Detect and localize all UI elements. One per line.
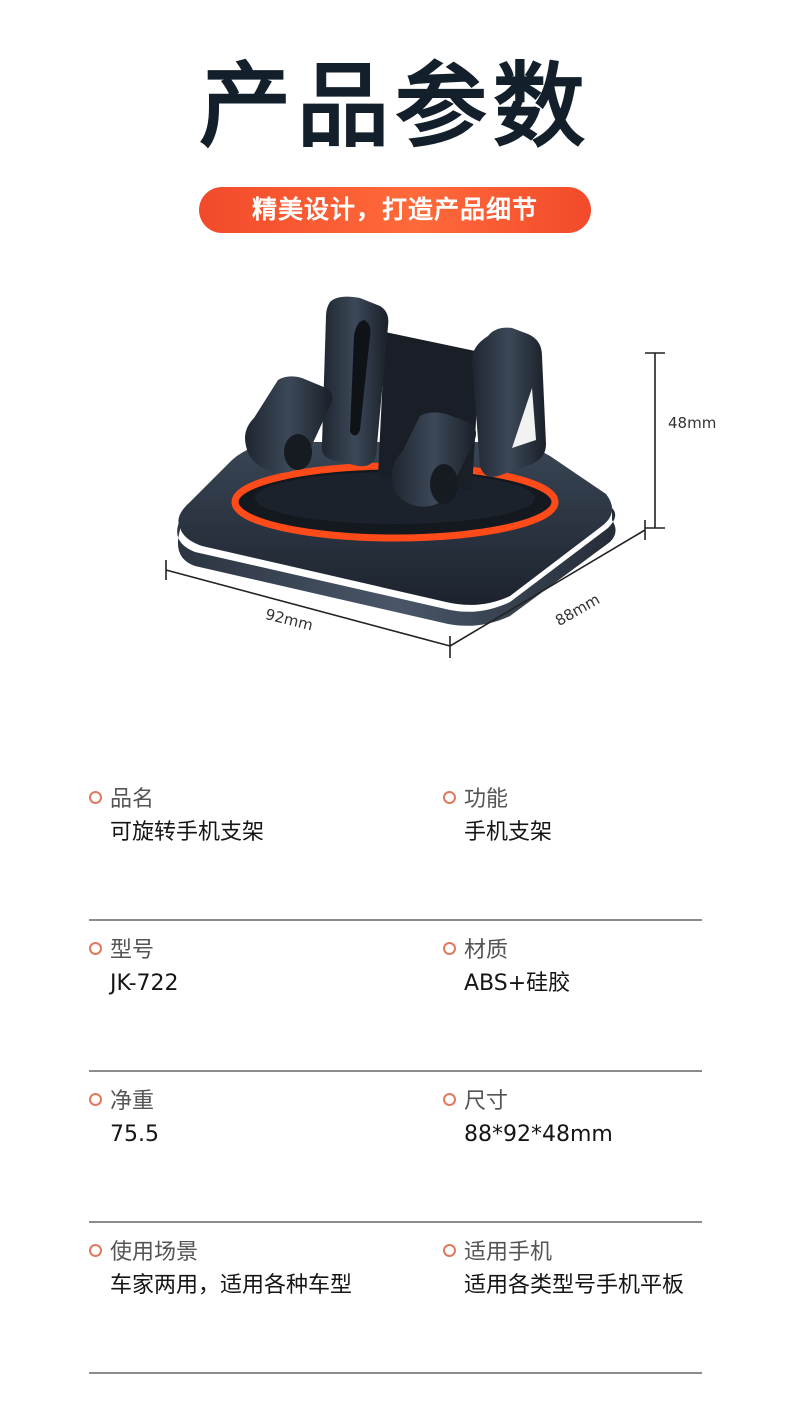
spec-row: 型号 JK-722 材质 ABS+硅胶: [89, 921, 702, 1072]
spec-row: 使用场景 车家两用，适用各种车型 适用手机 适用各类型号手机平板: [89, 1223, 702, 1374]
right-grip: [391, 412, 476, 507]
spec-row: 品名 可旋转手机支架 功能 手机支架: [89, 770, 702, 921]
height-label: 48mm: [668, 414, 716, 432]
spec-value: 适用各类型号手机平板: [464, 1273, 685, 1298]
spec-label: 适用手机: [464, 1240, 553, 1265]
depth-label: 88mm: [552, 590, 603, 630]
spec-label: 使用场景: [110, 1240, 199, 1265]
spec-value: 75.5: [110, 1122, 159, 1147]
spec-row: 净重 75.5 尺寸 88*92*48mm: [89, 1072, 702, 1223]
spec-value: 可旋转手机支架: [110, 820, 265, 845]
spec-value: JK-722: [110, 971, 179, 996]
spec-item: 尺寸 88*92*48mm: [443, 1084, 613, 1150]
bullet-icon: [443, 790, 456, 804]
left-grip: [245, 376, 333, 473]
spec-label: 净重: [110, 1089, 155, 1114]
product-image: 48mm 92mm 88mm: [165, 296, 716, 658]
dimension-lines: [165, 352, 665, 658]
spec-item: 型号 JK-722: [89, 933, 179, 999]
spec-value: 手机支架: [464, 820, 553, 845]
bullet-icon: [443, 941, 456, 955]
bullet-icon: [89, 941, 102, 955]
page-title: 产品参数: [198, 53, 591, 160]
spec-value: 88*92*48mm: [464, 1122, 613, 1147]
bullet-icon: [89, 790, 102, 804]
right-clamp: [472, 327, 546, 477]
spec-item: 净重 75.5: [89, 1084, 159, 1150]
spec-item: 适用手机 适用各类型号手机平板: [443, 1235, 684, 1301]
bullet-icon: [443, 1243, 456, 1257]
spec-table: 品名 可旋转手机支架 功能 手机支架 型号 JK-722 材质 ABS+硅胶 净…: [89, 770, 702, 1374]
width-label: 92mm: [264, 605, 315, 634]
spec-label: 品名: [110, 787, 155, 812]
left-clamp: [321, 296, 389, 467]
spec-value: 车家两用，适用各种车型: [110, 1273, 353, 1298]
spec-label: 材质: [464, 938, 509, 963]
spec-value: ABS+硅胶: [464, 971, 571, 996]
spec-label: 型号: [110, 938, 155, 963]
subtitle-banner: 精美设计，打造产品细节: [199, 187, 591, 233]
bullet-icon: [89, 1243, 102, 1257]
spec-item: 材质 ABS+硅胶: [443, 933, 570, 999]
spec-item: 功能 手机支架: [443, 782, 552, 848]
spec-label: 功能: [464, 787, 509, 812]
bullet-icon: [89, 1092, 102, 1106]
spec-label: 尺寸: [464, 1089, 509, 1114]
bullet-icon: [443, 1092, 456, 1106]
spec-item: 使用场景 车家两用，适用各种车型: [89, 1235, 352, 1301]
spec-item: 品名 可旋转手机支架: [89, 782, 264, 848]
